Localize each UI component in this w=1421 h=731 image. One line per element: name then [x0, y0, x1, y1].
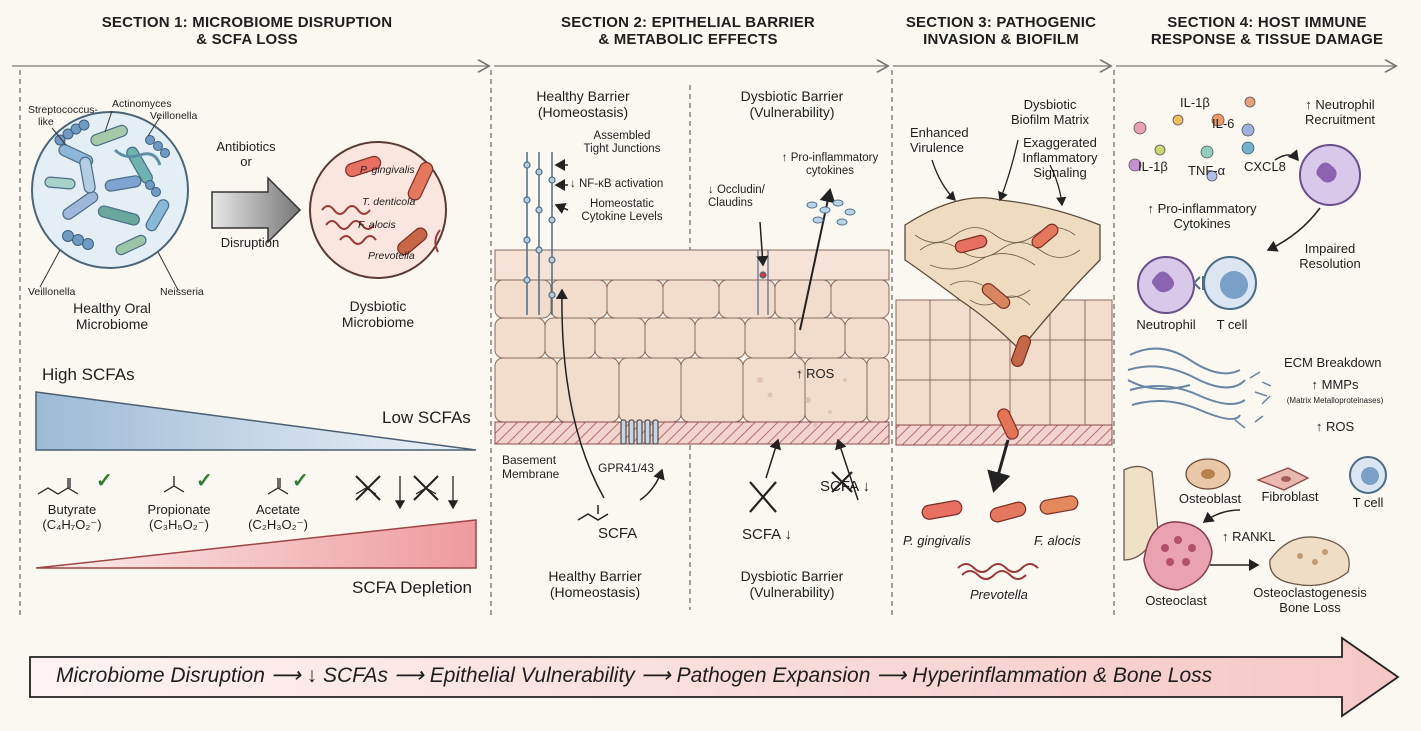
cytokine-il1b: IL-1β: [1138, 159, 1168, 174]
tcell-label: T cell: [1216, 317, 1248, 332]
bone-cells: [1123, 456, 1387, 591]
scfa-healthy-label: SCFA: [598, 525, 638, 542]
s3-p-gingivalis: P. gingivalis: [903, 533, 971, 548]
cytokine-il6: IL-6: [1212, 116, 1235, 131]
pro-inflammatory-particles: [806, 199, 856, 226]
cytokine-tnfa: TNF-α: [1188, 163, 1226, 178]
biofilm-tissue: [895, 139, 1113, 580]
scfa-down-label-1: SCFA ↓: [742, 526, 793, 543]
label-f-alocis: F. alocis: [358, 219, 396, 231]
acetate-label: Acetate(C₂H₃O₂⁻): [248, 502, 308, 532]
ecm-fibers: [1127, 347, 1272, 429]
tight-junction-strands: [523, 152, 769, 315]
label-t-denticola: T. denticola: [362, 196, 416, 208]
fibroblast-label: Fibroblast: [1261, 489, 1319, 504]
neutrophil-label: Neutrophil: [1136, 317, 1196, 332]
epithelium-section2: [494, 249, 890, 445]
high-scfa-gradient: [35, 391, 477, 451]
ros-label-s2: ↑ ROS: [796, 366, 835, 381]
section2-arrows: [554, 159, 859, 521]
propionate-label: Propionate(C₃H₅O₂⁻): [147, 502, 211, 532]
summary-banner-text: Microbiome Disruption ⟶ ↓ SCFAs ⟶ Epithe…: [56, 664, 1213, 687]
mmps-label: ↑ MMPs: [1311, 377, 1359, 392]
healthy-microbiome-circle: [31, 111, 189, 269]
dysbiotic-barrier-bottom: Dysbiotic Barrier(Vulnerability): [740, 568, 844, 601]
butyrate-check: ✓: [96, 470, 113, 492]
rankl-label: ↑ RANKL: [1222, 529, 1276, 544]
banner-arrow: [29, 636, 1400, 718]
s4-ros-label: ↑ ROS: [1315, 419, 1355, 434]
label-veillonella-bottom: Veillonella: [28, 286, 76, 298]
scfa-down-label-2: SCFA ↓: [820, 478, 871, 495]
osteoclast-label: Osteoclast: [1145, 593, 1207, 608]
nfkb-label: ↓ NF-κB activation: [570, 178, 664, 190]
section2-title: SECTION 2: EPITHELIAL BARRIER& METABOLIC…: [561, 14, 815, 49]
healthy-barrier-bottom: Healthy Barrier(Homeostasis): [548, 568, 642, 601]
acetate-check: ✓: [292, 470, 309, 492]
disruption-label: Disruption: [220, 235, 280, 250]
receptor-gpr41-43: [620, 419, 659, 445]
skeletal-molecules: [37, 475, 459, 510]
section4-arrows: [1202, 149, 1321, 571]
high-scfa-label: High SCFAs: [42, 365, 135, 384]
label-neisseria: Neisseria: [160, 286, 204, 298]
dysbiotic-barrier-title: Dysbiotic Barrier(Vulnerability): [740, 88, 844, 121]
disruption-arrow: [211, 176, 302, 244]
osteoblast-label: Osteoblast: [1178, 491, 1242, 506]
gpr-label: GPR41/43: [598, 461, 655, 475]
s3-f-alocis: F. alocis: [1034, 533, 1081, 548]
healthy-barrier-title: Healthy Barrier(Homeostasis): [536, 88, 630, 121]
healthy-species-pointers: [39, 110, 179, 291]
ecm-breakdown-label: ECM Breakdown: [1284, 355, 1382, 370]
section1-title: SECTION 1: MICROBIOME DISRUPTION& SCFA L…: [101, 14, 393, 49]
occludin-label: ↓ Occludin/Claudins: [708, 184, 765, 210]
label-actinomyces: Actinomyces: [112, 98, 172, 110]
scfa-depletion-label: SCFA Depletion: [352, 578, 473, 597]
cytokine-dots: [1128, 96, 1256, 182]
neutrophil-cell-top: [1299, 144, 1361, 206]
label-veillonella-top: Veillonella: [150, 110, 198, 122]
scfa-depletion-gradient: [35, 519, 477, 569]
label-p-gingivalis: P. gingivalis: [360, 164, 415, 176]
label-prevotella: Prevotella: [368, 250, 415, 262]
dysbiotic-microbiome-circle: [309, 141, 447, 279]
cytokine-cxcl8: CXCL8: [1244, 159, 1286, 174]
low-scfa-label: Low SCFAs: [382, 408, 471, 427]
butyrate-label: Butyrate(C₄H₇O₂⁻): [42, 502, 102, 532]
immune-synapse-cells: [1137, 256, 1257, 314]
cytokine-il1b-top: IL-1β: [1180, 95, 1210, 110]
mmps-full-label: (Matrix Metalloproteinases): [1286, 396, 1384, 405]
tcell-bottom-label: T cell: [1352, 495, 1384, 510]
s3-prevotella: Prevotella: [970, 587, 1028, 602]
propionate-check: ✓: [196, 470, 213, 492]
label-streptococcus: Streptococcus-like: [28, 104, 99, 129]
